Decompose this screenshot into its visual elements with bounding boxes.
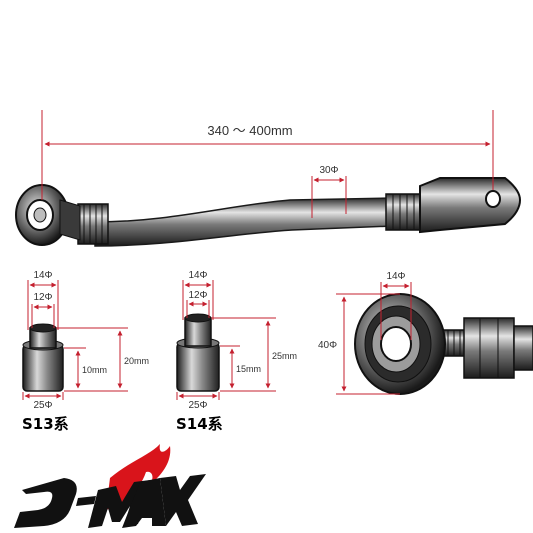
rod-end-bore-label: 14Φ [386, 271, 405, 282]
length-label: 340 ～ 400mm [207, 123, 292, 138]
s14-dimensions: 14Φ 12Φ 25Φ 15mm 25mm [176, 270, 297, 411]
rod-end-head-label: 40Φ [318, 340, 337, 351]
s13-inner-label: 12Φ [33, 292, 52, 303]
rod-end-illustration [354, 293, 533, 395]
s13-total-height-label: 20mm [124, 356, 149, 366]
s14-total-height-label: 25mm [272, 351, 297, 361]
s13-dimensions: 14Φ 12Φ 25Φ 10mm 20mm [22, 270, 149, 411]
tube-diameter-dimension: 30Φ [311, 165, 347, 218]
rod-tube [94, 197, 393, 247]
s14-outer-top-label: 14Φ [188, 270, 207, 281]
rod-right-clevis [419, 177, 522, 234]
s14-base-label: 25Φ [188, 400, 207, 411]
tension-rod-illustration [15, 177, 522, 247]
s13-collar-height-label: 10mm [82, 365, 107, 375]
length-dimension: 340 ～ 400mm [41, 110, 494, 200]
d-max-logo [14, 444, 206, 528]
rod-end-dimensions: 14Φ 40Φ [318, 271, 412, 395]
rod-right-nut [385, 193, 421, 231]
s13-outer-top-label: 14Φ [33, 270, 52, 281]
s14-collar-height-label: 15mm [236, 364, 261, 374]
s14-bushing-illustration [176, 313, 220, 392]
s13-base-label: 25Φ [33, 400, 52, 411]
rod-left-nut [77, 203, 109, 245]
tube-diameter-label: 30Φ [319, 165, 338, 176]
s14-inner-label: 12Φ [188, 290, 207, 301]
s14-label: S14系 [176, 415, 223, 433]
s13-bushing-illustration [22, 323, 64, 392]
rod-left-eye [15, 184, 81, 246]
s13-label: S13系 [22, 415, 69, 433]
